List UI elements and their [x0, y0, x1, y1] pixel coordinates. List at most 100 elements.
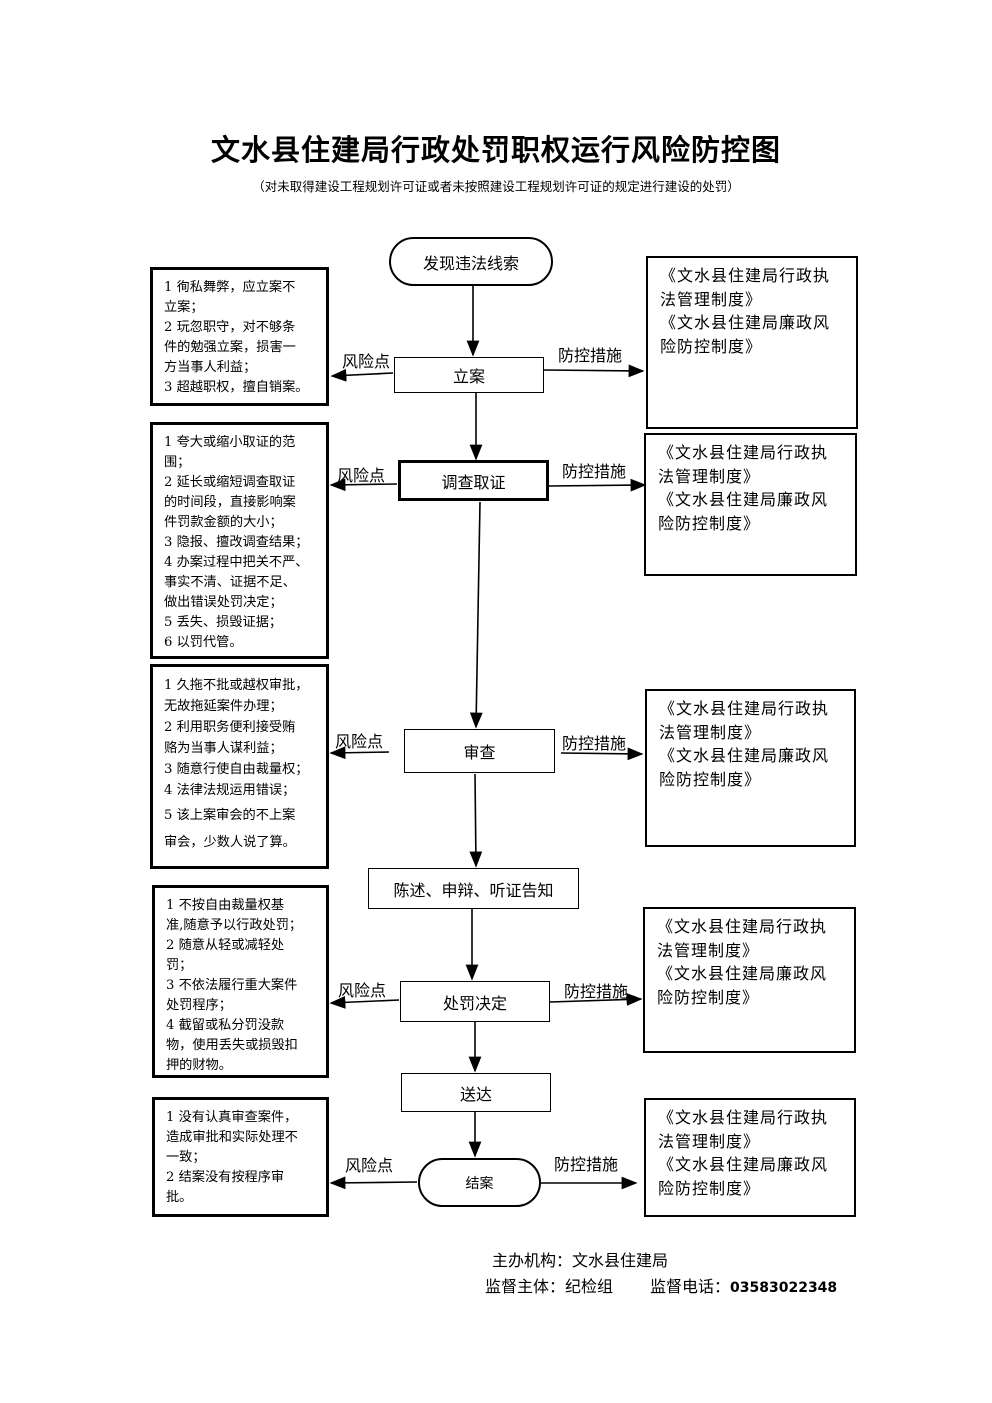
page-subtitle: （对未取得建设工程规划许可证或者未按照建设工程规划许可证的规定进行建设的处罚） [252, 179, 740, 194]
risk-line: 一致； [166, 1150, 206, 1165]
arrow-left [329, 1176, 418, 1190]
footer-phone-label: 监督电话： [650, 1277, 731, 1296]
risk-line: 2 利用职务便利接受贿 [164, 720, 296, 735]
measure-line: 《文水县住建局廉政风 [658, 1155, 829, 1174]
measure-line: 《文水县住建局行政执 [660, 266, 831, 285]
measure-line: 《文水县住建局行政执 [658, 443, 829, 462]
measure-line: 《文水县住建局廉政风 [659, 746, 830, 765]
arrow-left [329, 478, 398, 492]
flow-node-review: 审查 [404, 729, 555, 773]
risk-line: 3 随意行使自由裁量权； [164, 762, 309, 777]
measure-line: 险防控制度》 [657, 987, 760, 1007]
arrow-left [330, 368, 394, 382]
risk-line: 批。 [166, 1190, 193, 1205]
risk-line: 1 夸大或缩小取证的范 [164, 435, 296, 450]
risk-line: 5 该上案审会的不上案 [164, 808, 296, 823]
arrow-left [329, 746, 390, 760]
risk-line: 罚； [166, 958, 193, 973]
flow-node-decision: 处罚决定 [400, 981, 550, 1022]
risk-line: 件的勉强立案，损害一 [164, 340, 296, 355]
risk-line: 无故拖延案件办理； [164, 699, 283, 714]
measure-line: 《文水县住建局廉政风 [657, 964, 828, 983]
measure-box-filing: 《文水县住建局行政执法管理制度》《文水县住建局廉政风险防控制度》 [646, 256, 858, 429]
measure-line: 法管理制度》 [659, 722, 762, 742]
measure-line: 险防控制度》 [658, 1178, 761, 1198]
arrow-right [543, 364, 645, 378]
footer-organizer: 主办机构：文水县住建局 [492, 1251, 669, 1270]
risk-line: 3 超越职权，擅自销案。 [164, 380, 309, 395]
risk-line: 1 不按自由裁量权基 [166, 898, 285, 913]
risk-line: 1 久拖不批或越权审批， [164, 678, 309, 693]
risk-line: 处罚程序； [166, 998, 232, 1013]
measure-label: 防控措施 [564, 982, 629, 1001]
risk-box-investigation: 1 夸大或缩小取证的范围； 2 延长或缩短调查取证的时间段，直接影响案件罚款金额的… [150, 422, 329, 659]
risk-line: 5 丢失、损毁证据； [164, 615, 283, 630]
risk-line: 准,随意予以行政处罚； [166, 918, 303, 933]
flow-node-filing: 立案 [394, 357, 544, 393]
risk-line: 方当事人利益； [164, 360, 257, 375]
risk-line: 2 延长或缩短调查取证 [164, 475, 296, 490]
arrow-right [549, 993, 643, 1006]
measure-line: 《文水县住建局行政执 [657, 917, 828, 936]
measure-label: 防控措施 [562, 462, 627, 481]
measure-box-closing: 《文水县住建局行政执法管理制度》《文水县住建局廉政风险防控制度》 [644, 1098, 856, 1217]
risk-line: 4 办案过程中把关不严、 [164, 555, 309, 570]
arrow-right [560, 747, 644, 761]
risk-line: 做出错误处罚决定； [164, 595, 283, 610]
measure-line: 《文水县住建局行政执 [658, 1108, 829, 1127]
measure-line: 险防控制度》 [660, 336, 763, 356]
risk-box-closing: 1 没有认真审查案件， 造成审批和实际处理不一致； 2 结案没有按程序审批。 [152, 1097, 329, 1217]
risk-box-review: 1 久拖不批或越权审批， 无故拖延案件办理； 2 利用职务便利接受贿赂为当事人谋利益… [150, 664, 329, 869]
risk-label: 风险点 [342, 352, 391, 371]
risk-line: 2 随意从轻或减轻处 [166, 938, 285, 953]
page-title: 文水县住建局行政处罚职权运行风险防控图 [210, 133, 781, 167]
measure-label: 防控措施 [558, 346, 623, 365]
measure-line: 《文水县住建局廉政风 [658, 490, 829, 509]
risk-line: 件罚款金额的大小； [164, 515, 283, 530]
risk-line: 围； [164, 455, 191, 470]
measure-label: 防控措施 [554, 1155, 619, 1174]
flow-start-node: 发现违法线索 [389, 237, 553, 286]
measure-line: 法管理制度》 [657, 940, 760, 960]
risk-line: 1 徇私舞弊，应立案不 [164, 280, 296, 295]
risk-line: 2 结案没有按程序审 [166, 1170, 285, 1185]
risk-line: 4 法律法规运用错误； [164, 783, 296, 798]
measure-line: 法管理制度》 [658, 466, 761, 486]
measure-line: 险防控制度》 [659, 769, 762, 789]
risk-line: 审会，少数人说了算。 [164, 835, 296, 850]
risk-line: 造成审批和实际处理不 [166, 1130, 298, 1145]
risk-line: 的时间段，直接影响案 [164, 495, 296, 510]
risk-line: 4 截留或私分罚没款 [166, 1018, 285, 1033]
risk-line: 物，使用丢失或损毁扣 [166, 1038, 298, 1053]
arrow-left [329, 995, 400, 1009]
footer-phone: 监督电话：03583022348 [650, 1273, 837, 1297]
flow-node-delivery: 送达 [401, 1073, 551, 1112]
risk-line: 3 隐报、擅改调查结果； [164, 535, 309, 550]
risk-box-decision: 1 不按自由裁量权基准,随意予以行政处罚； 2 随意从轻或减轻处罚； 3 不依法履行… [152, 885, 329, 1078]
measure-label: 防控措施 [562, 734, 627, 753]
risk-line: 1 没有认真审查案件， [166, 1110, 298, 1125]
risk-label: 风险点 [338, 981, 387, 1000]
measure-line: 险防控制度》 [658, 513, 761, 533]
footer-supervisor: 监督主体：纪检组 [485, 1277, 614, 1296]
risk-line: 6 以罚代管。 [164, 635, 243, 650]
flow-node-investigation: 调查取证 [398, 460, 549, 501]
risk-box-filing: 1 徇私舞弊，应立案不立案； 2 玩忽职守，对不够条件的勉强立案，损害一方当事人利… [150, 267, 329, 406]
risk-label: 风险点 [337, 466, 386, 485]
risk-line: 赂为当事人谋利益； [164, 741, 283, 756]
risk-label: 风险点 [345, 1156, 394, 1175]
measure-box-review: 《文水县住建局行政执法管理制度》《文水县住建局廉政风险防控制度》 [645, 689, 856, 847]
risk-line: 3 不依法履行重大案件 [166, 978, 298, 993]
arrow-down [469, 501, 483, 729]
measure-box-decision: 《文水县住建局行政执法管理制度》《文水县住建局廉政风险防控制度》 [643, 907, 856, 1053]
risk-label: 风险点 [335, 732, 384, 751]
measure-line: 法管理制度》 [658, 1131, 761, 1151]
arrow-right [548, 478, 647, 492]
measure-line: 《文水县住建局行政执 [659, 699, 830, 718]
measure-line: 《文水县住建局廉政风 [660, 313, 831, 332]
risk-line: 2 玩忽职守，对不够条 [164, 320, 296, 335]
risk-line: 押的财物。 [166, 1058, 232, 1073]
risk-line: 立案； [164, 300, 204, 315]
